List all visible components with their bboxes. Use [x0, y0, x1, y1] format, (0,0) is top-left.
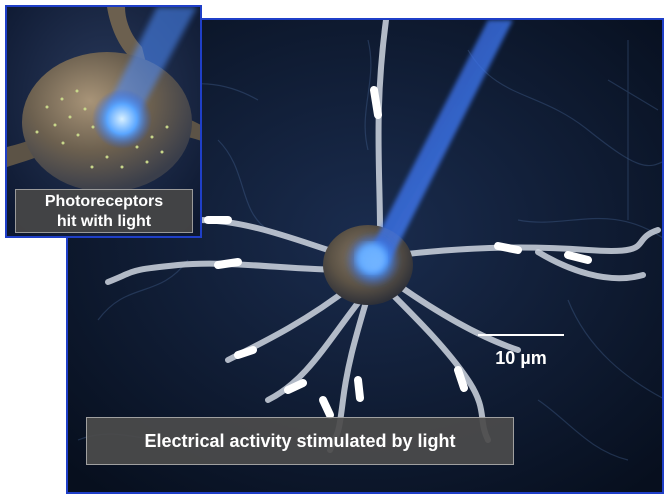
background-neurites: [77, 39, 662, 461]
main-caption: Electrical activity stimulated by light: [86, 417, 514, 465]
active-segments: [204, 86, 592, 419]
inset-closeup-image: Photoreceptors hit with light: [5, 5, 202, 238]
inset-light-beam: [107, 7, 197, 117]
scale-bar: [478, 334, 564, 336]
inset-caption-line-1: Photoreceptors: [44, 193, 164, 210]
inset-caption: Photoreceptors hit with light: [15, 189, 193, 233]
inset-caption-line-2: hit with light: [56, 213, 152, 230]
scale-bar-label: 10 µm: [495, 348, 547, 368]
inset-light-spot: [92, 89, 152, 149]
light-beam: [366, 20, 513, 265]
